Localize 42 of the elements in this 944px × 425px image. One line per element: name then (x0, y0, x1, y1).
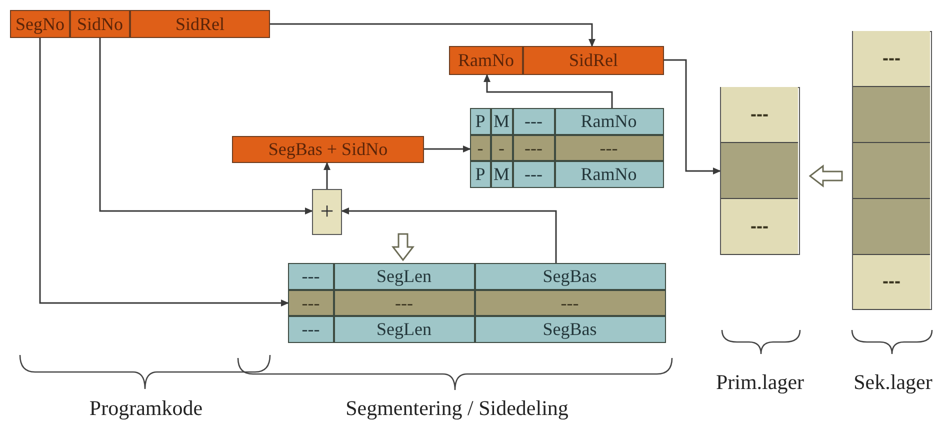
caption-label: Segmentering / Sidedeling (346, 396, 568, 421)
block-arrow (808, 164, 843, 188)
field-box: SegBas + SidNo (232, 136, 424, 163)
table-cell: SegLen (332, 317, 474, 342)
arrow (424, 146, 471, 152)
caption-label: Prim.lager (716, 370, 804, 395)
table-cell: M (490, 162, 512, 187)
caption-label: Programkode (89, 396, 203, 421)
table-cell-text: - (476, 136, 484, 160)
field-box: SidNo (70, 10, 130, 38)
memory-frame (853, 142, 930, 198)
table-cell: RamNo (554, 162, 662, 187)
table-cell-text: P (474, 163, 486, 186)
memory-column (720, 87, 800, 255)
field-box: SidRel (523, 46, 664, 75)
arrow (99, 38, 313, 214)
arrow (484, 74, 613, 108)
table-cell-text: P (474, 110, 486, 133)
memory-frame: --- (721, 198, 798, 254)
adder-box: + (312, 189, 342, 235)
memory-frame (853, 86, 930, 142)
block-arrow (391, 233, 415, 262)
table-cell-text: --- (300, 265, 321, 288)
arrow (39, 38, 289, 306)
memory-frame (721, 142, 798, 198)
memory-frame: --- (853, 254, 930, 310)
caption-label: Sek.lager (854, 370, 932, 395)
memory-frame (853, 198, 930, 254)
field-box: SidRel (130, 10, 270, 38)
memory-column (852, 31, 932, 310)
memory-frame: --- (853, 30, 930, 86)
table-cell-text: --- (300, 318, 321, 341)
arrow (341, 208, 557, 263)
arrow (270, 23, 596, 47)
memory-frame: --- (721, 86, 798, 142)
table-cell: SegBas (474, 317, 664, 342)
arrow (664, 59, 721, 174)
field-box: SegNo (10, 10, 70, 38)
field-box: RamNo (449, 46, 523, 75)
arrow (324, 162, 330, 189)
table-cell: --- (512, 162, 554, 187)
table-cell-text: --- (300, 292, 321, 314)
